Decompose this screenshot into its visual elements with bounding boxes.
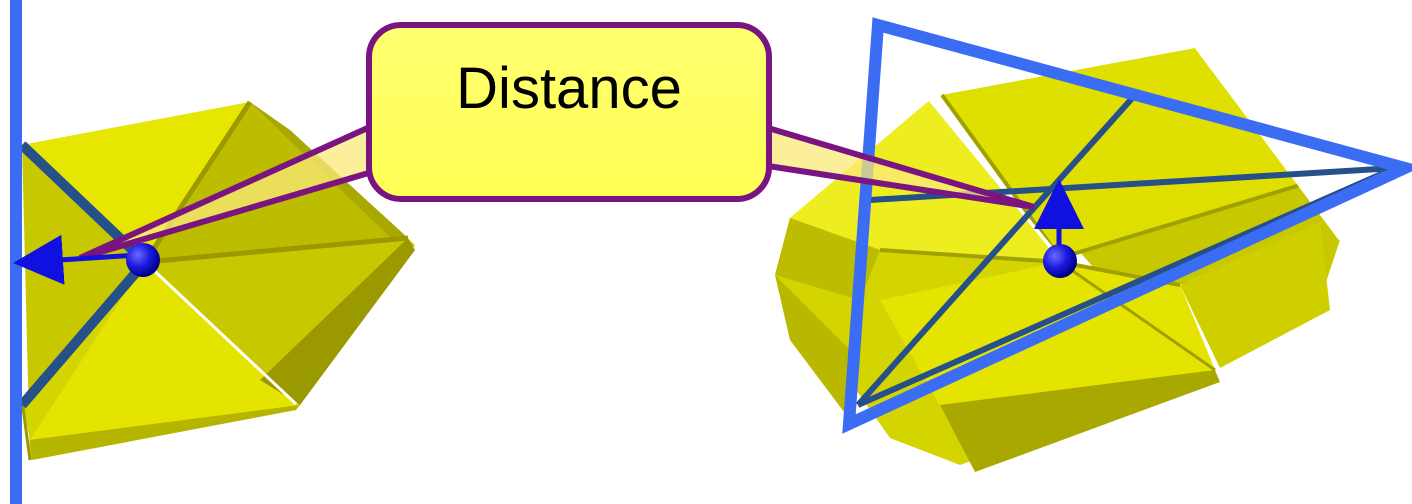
distance-callout: Distance [369,25,769,199]
left-point-sphere-icon [126,243,160,277]
callout-label: Distance [456,56,682,121]
right-point-sphere-icon [1043,244,1077,278]
